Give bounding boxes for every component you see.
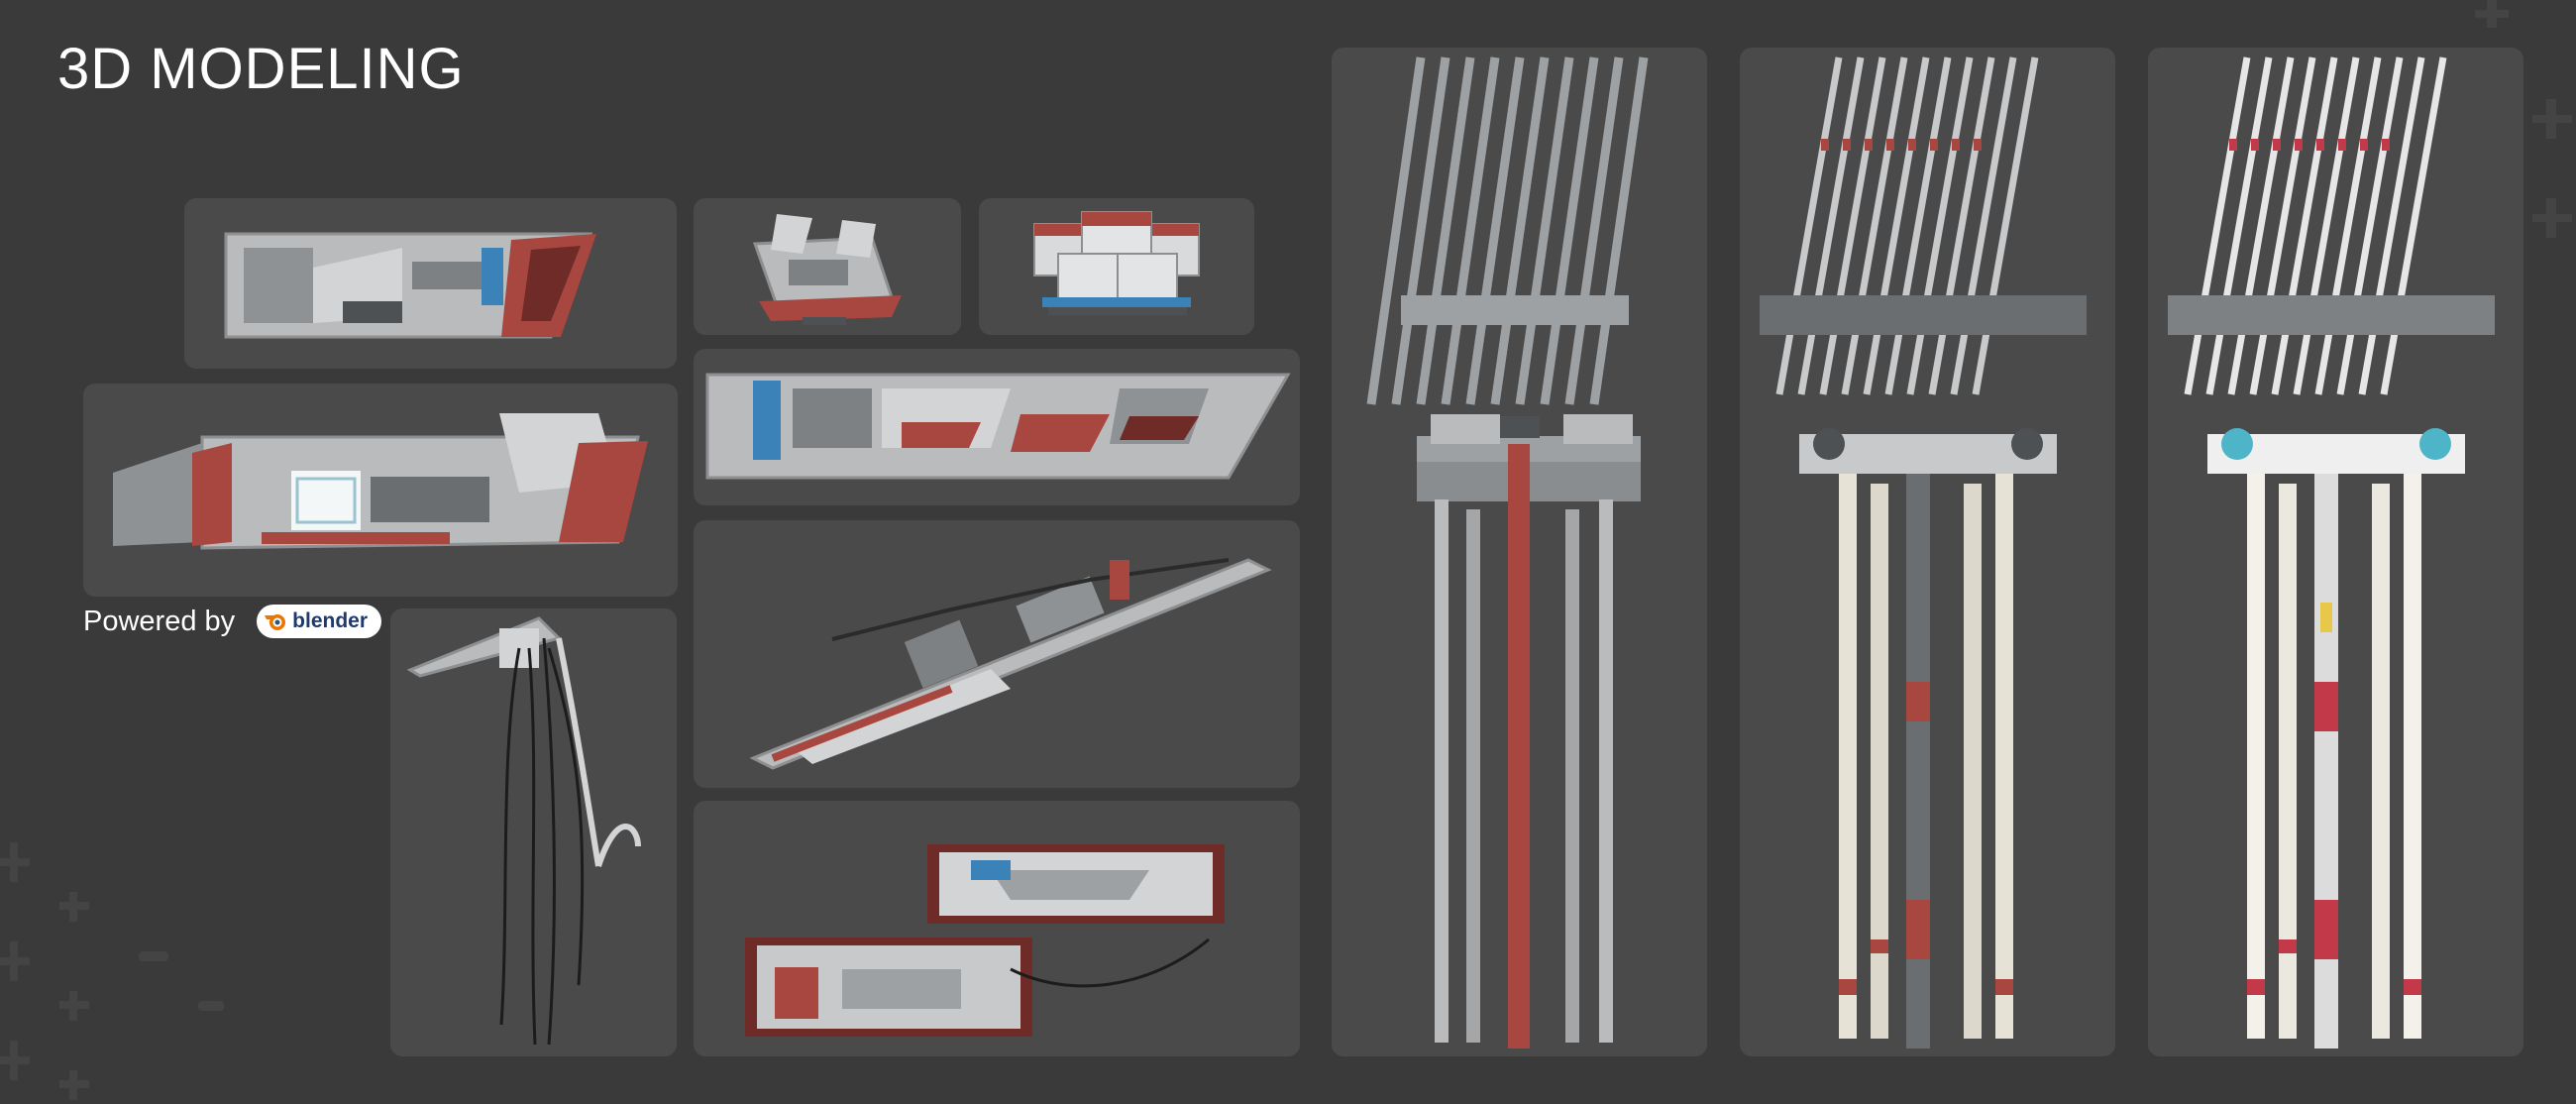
decorative-pattern-bottom-left: [0, 842, 224, 1100]
diagonal-truss-render: [749, 558, 1272, 770]
cargo-crate-render: [1033, 211, 1200, 315]
model-panel-tower-textured-a[interactable]: [1740, 48, 2115, 1056]
tower-textured-a-render: [1760, 56, 2087, 1049]
blender-logo-text: blender: [292, 609, 369, 632]
model-panel-cable-beam[interactable]: [390, 608, 677, 1056]
model-panel-hull-panel-long[interactable]: [694, 349, 1300, 505]
model-panel-tower-untextured[interactable]: [1332, 48, 1707, 1056]
hull-section-lit-render: [113, 413, 648, 550]
model-panel-engine-blocks[interactable]: [694, 801, 1300, 1056]
model-panel-cargo-crate[interactable]: [979, 198, 1254, 335]
tower-untextured-render: [1366, 56, 1649, 1049]
model-panel-diagonal-truss[interactable]: [694, 520, 1300, 788]
bridge-module-render: [224, 232, 596, 339]
tower-textured-b-render: [2168, 56, 2495, 1049]
engine-blocks-render: [745, 844, 1225, 1037]
model-panel-bridge-module[interactable]: [184, 198, 677, 369]
blender-icon: [265, 614, 286, 630]
powered-by-credit: Powered by blender: [83, 605, 382, 638]
decorative-pattern-top-right: [2475, 0, 2572, 238]
model-panel-hull-section-lit[interactable]: [83, 384, 678, 597]
cable-beam-render: [406, 616, 641, 1046]
powered-by-label: Powered by: [83, 605, 236, 637]
hull-panel-long-render: [705, 373, 1291, 480]
page-title: 3D MODELING: [57, 37, 465, 101]
turret-small-render: [752, 214, 902, 325]
blender-logo: blender: [257, 605, 382, 638]
model-panel-tower-textured-b[interactable]: [2148, 48, 2523, 1056]
model-panel-turret-small[interactable]: [694, 198, 961, 335]
